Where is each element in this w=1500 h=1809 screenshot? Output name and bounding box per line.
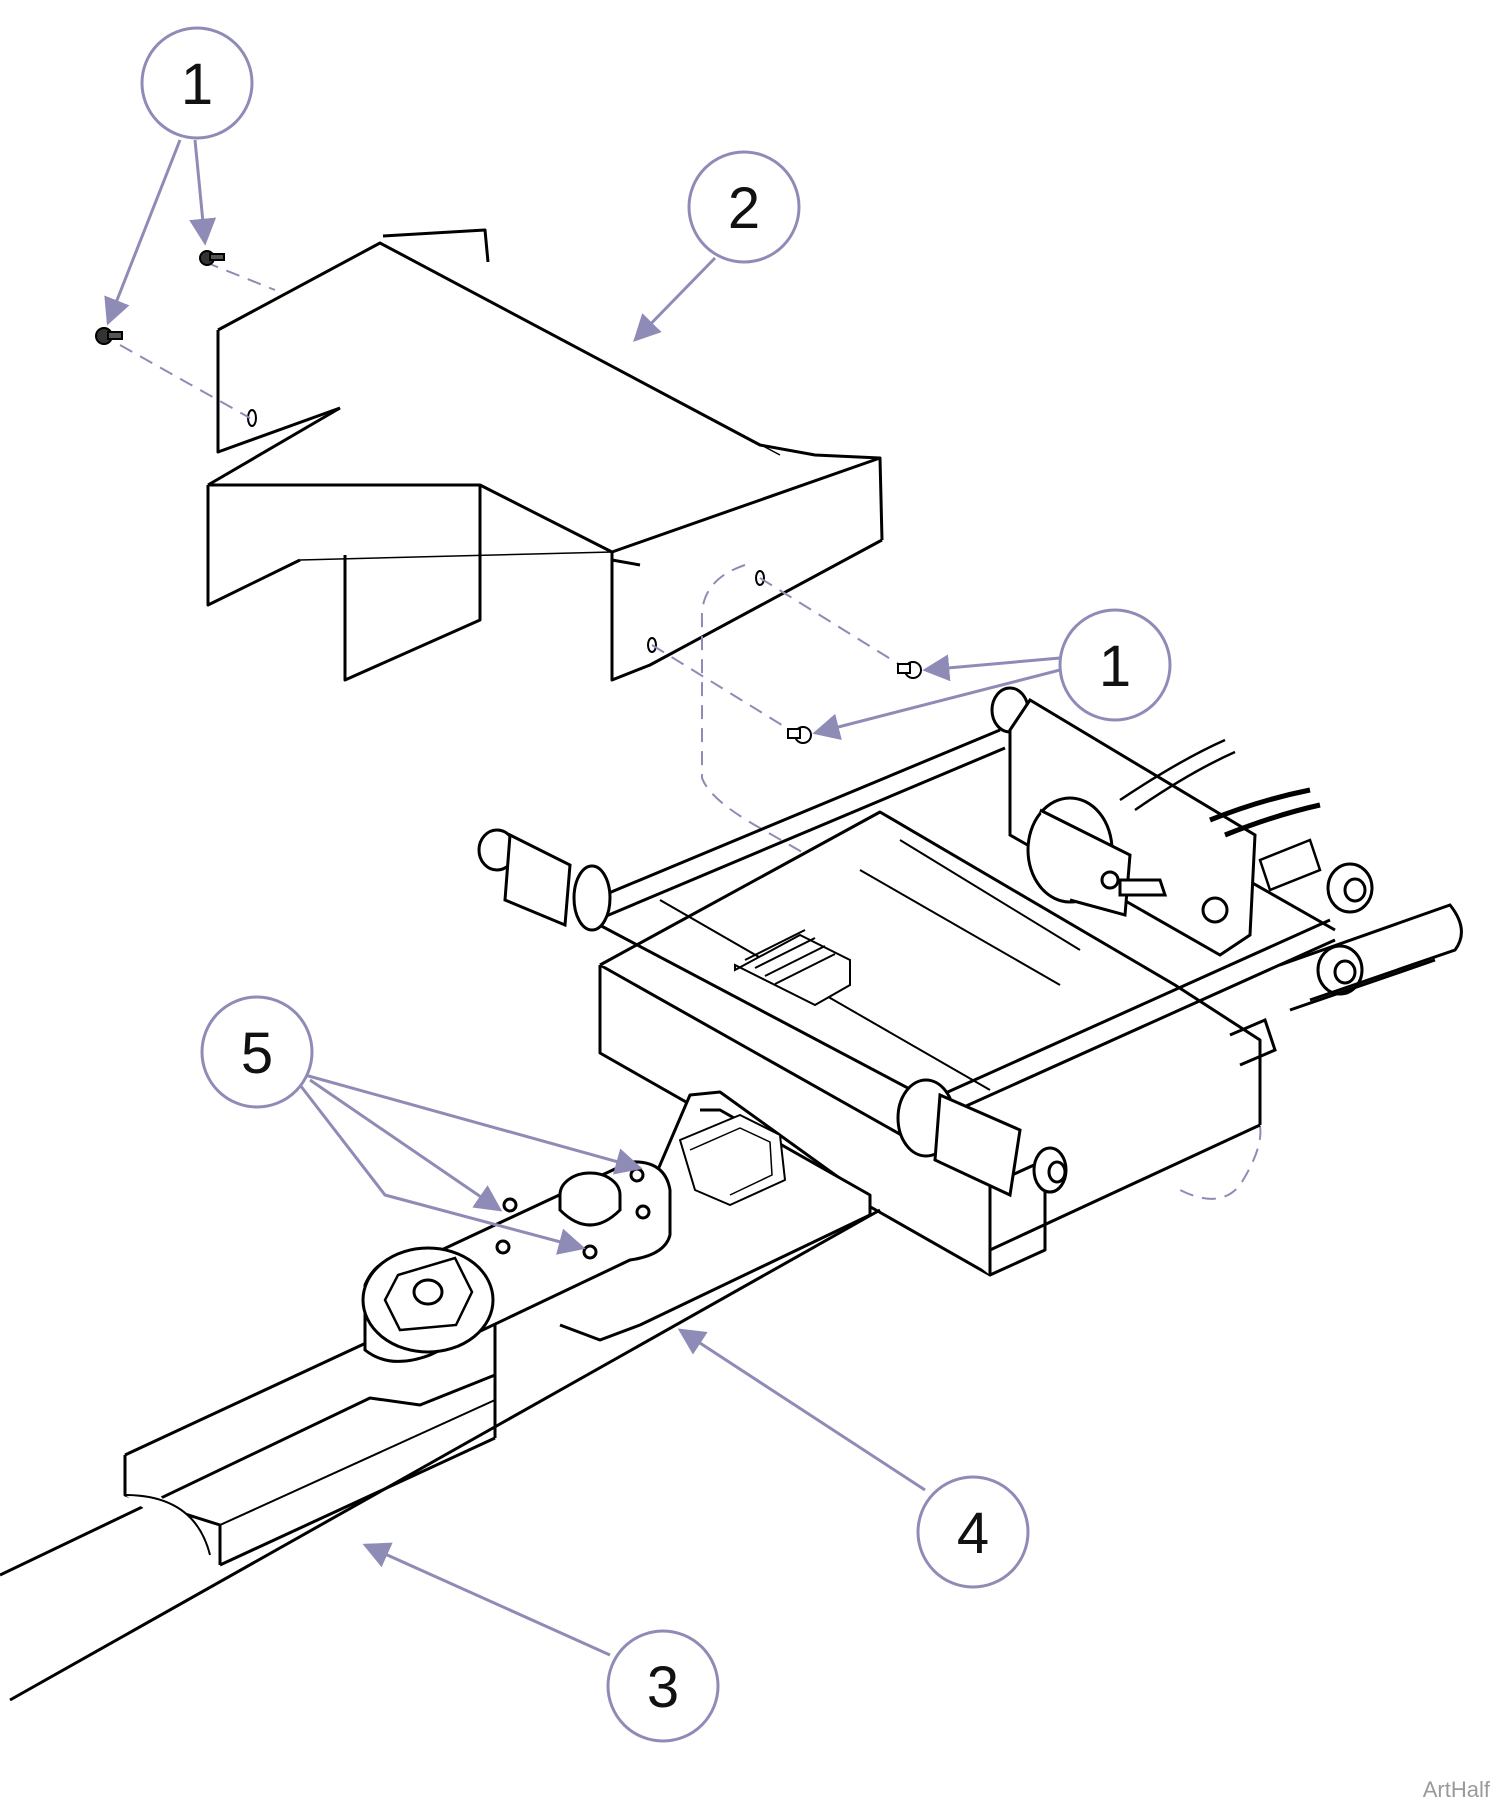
cover-plate <box>206 228 884 682</box>
callout-5: 5 <box>200 995 314 1109</box>
terminal-block <box>734 929 851 1007</box>
rollers <box>477 686 1374 1198</box>
callout-label: 1 <box>1099 634 1131 699</box>
watermark-text: ArtHalf <box>1422 1777 1490 1802</box>
mounting-bracket <box>559 1108 872 1342</box>
side-links <box>1229 903 1463 1067</box>
spring-and-cable <box>1119 738 1322 892</box>
callout-4: 4 <box>916 1475 1030 1589</box>
motor-assembly <box>1008 697 1257 957</box>
callout-1-top: 1 <box>140 26 254 140</box>
pivot-link <box>361 1160 672 1363</box>
callout-label: 3 <box>647 1655 679 1720</box>
callout-label: 5 <box>241 1021 273 1086</box>
assembly-lines <box>119 261 1262 1200</box>
callout-3: 3 <box>606 1629 720 1743</box>
callout-2: 2 <box>687 150 801 264</box>
screws <box>95 250 922 744</box>
callout-label: 4 <box>957 1501 989 1566</box>
callout-1-right: 1 <box>1058 608 1172 722</box>
cover-slots <box>247 409 765 653</box>
callout-label: 1 <box>181 52 213 117</box>
callout-label: 2 <box>728 176 760 241</box>
guide-rods <box>579 728 1336 1122</box>
leader-lines <box>104 139 1061 1657</box>
